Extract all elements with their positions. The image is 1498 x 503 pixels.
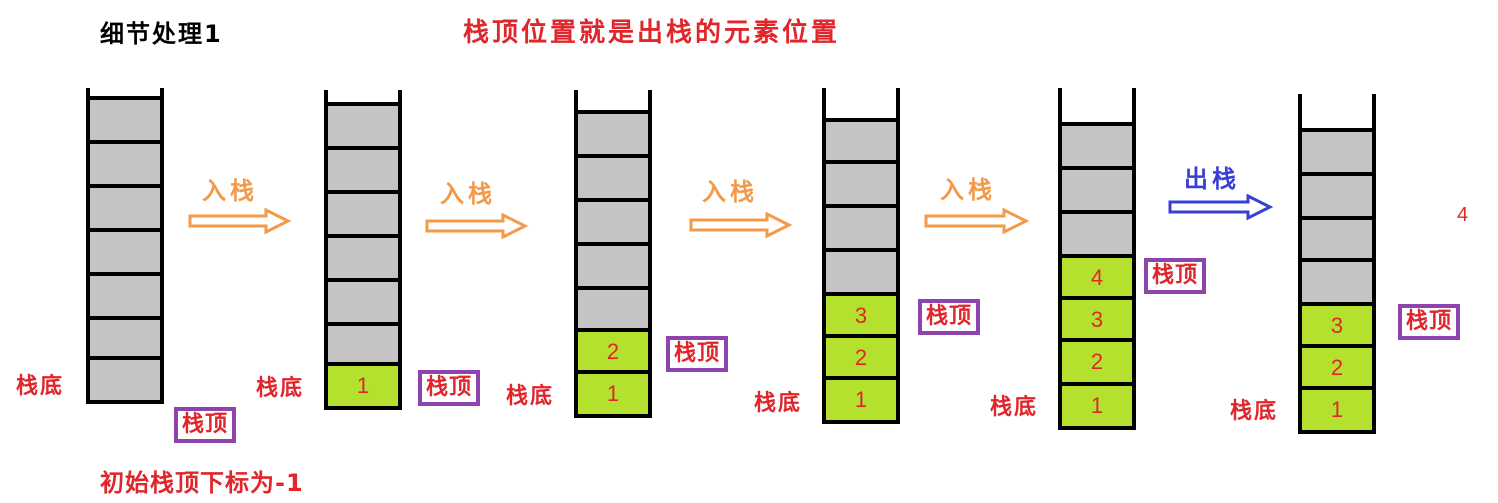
pop-label: 出栈 [1184,165,1240,193]
stack-element: 2 [578,328,648,372]
push-label: 入栈 [940,176,996,204]
main-title: 栈顶位置就是出栈的元素位置 [463,18,841,48]
stack-top-label: 栈顶 [666,336,729,372]
section-title: 细节处理1 [100,20,223,48]
stack-slot [90,272,160,316]
stack-element: 1 [1302,386,1372,430]
stack-5: 4 3 2 1 [1058,88,1136,430]
stack-element: 3 [826,292,896,336]
stack-slot [578,242,648,286]
stack-slot [1302,172,1372,216]
stack-4: 3 2 1 [822,88,900,424]
stack-slot [90,96,160,140]
stack-slot [826,248,896,292]
stack-slot [1062,122,1132,166]
stack-slot [1302,128,1372,172]
stack-slot [90,184,160,228]
stack-bottom-label: 栈底 [256,376,305,401]
stack-slot [578,154,648,198]
stack-slot [578,110,648,154]
stack-bottom-label: 栈底 [990,395,1039,420]
stack-bottom-label: 栈底 [506,384,555,409]
stack-top-label: 栈顶 [174,407,237,443]
stack-element: 1 [578,370,648,414]
pop-arrow-icon [1168,194,1274,220]
stack-element: 2 [1302,344,1372,388]
stack-slot [328,146,398,190]
stack-bottom-label: 栈底 [754,391,803,416]
stack-top-label: 栈顶 [418,370,481,406]
stack-slot [328,322,398,366]
stack-slot [90,356,160,400]
stack-top-label: 栈顶 [918,299,981,335]
initial-top-note: 初始栈顶下标为-1 [100,469,304,497]
stack-slot [1062,210,1132,254]
stack-slot [90,228,160,272]
stack-element: 3 [1302,302,1372,346]
stack-slot [90,316,160,360]
stack-3: 2 1 [574,90,652,418]
stack-slot [826,204,896,248]
popped-value: 4 [1457,204,1469,226]
stack-element: 1 [1062,382,1132,426]
push-arrow-icon [924,208,1030,234]
stack-slot [90,140,160,184]
stack-slot [578,286,648,330]
stack-slot [328,234,398,278]
stack-slot [1302,216,1372,260]
stack-bottom-label: 栈底 [16,374,65,399]
stack-6: 3 2 1 [1298,94,1376,434]
push-arrow-icon [188,208,292,234]
stack-2: 1 [324,90,402,410]
stack-slot [328,278,398,322]
push-arrow-icon [425,213,529,239]
stack-1 [86,88,164,404]
stack-slot [826,160,896,204]
stack-element: 2 [826,334,896,378]
stack-top-label: 栈顶 [1144,258,1207,294]
stack-slot [1302,258,1372,302]
stack-element: 1 [328,362,398,406]
push-label: 入栈 [702,178,758,206]
stack-element: 1 [826,376,896,420]
push-label: 入栈 [440,180,496,208]
stack-top-label: 栈顶 [1398,304,1461,340]
stack-slot [826,118,896,162]
push-arrow-icon [689,212,793,238]
stack-slot [328,102,398,146]
stack-slot [1062,166,1132,210]
stack-slot [328,190,398,234]
stack-element: 2 [1062,338,1132,382]
push-label: 入栈 [202,177,258,205]
stack-bottom-label: 栈底 [1230,399,1279,424]
stack-element: 3 [1062,296,1132,340]
stack-element: 4 [1062,254,1132,298]
stack-slot [578,198,648,242]
